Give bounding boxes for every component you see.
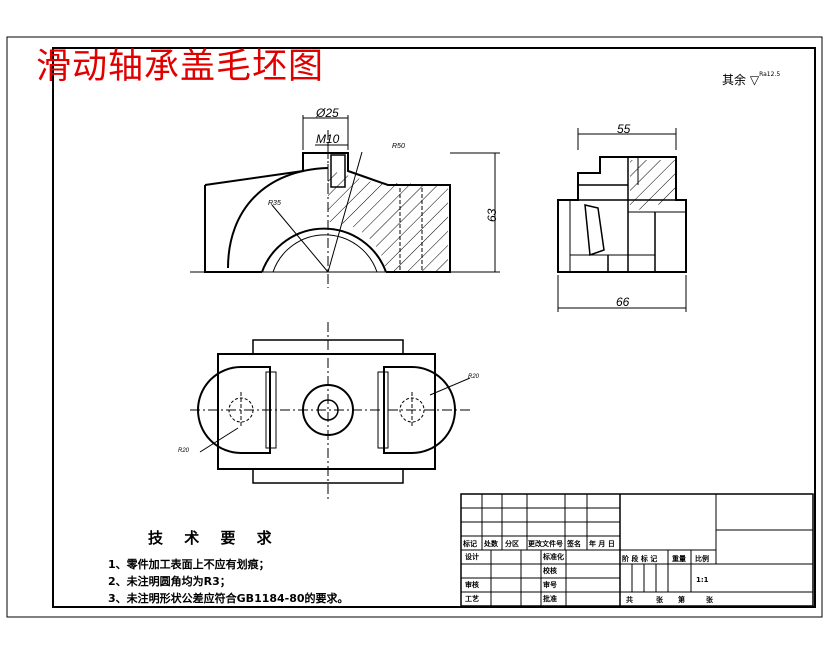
title-block [460, 493, 814, 607]
roughness-label: 其余 [722, 73, 747, 87]
title-block-labels: 标记 处数 分区 更改文件号 签名 年 月 日 设计 审核 工艺 标准化 校核 … [462, 539, 714, 604]
tb-weight: 重量 [672, 554, 686, 563]
tb-header-4: 签名 [566, 539, 581, 548]
tb-header-0: 标记 [462, 539, 477, 548]
tb-sheet-3: 张 [706, 595, 714, 604]
tb-ratio: 比例 [695, 554, 709, 563]
dim-top-width: Ø25 [315, 106, 339, 120]
inner-border [52, 47, 816, 608]
outer-border [6, 36, 823, 618]
roughness-symbol-icon: ▽ [749, 73, 760, 87]
dim-r-boss-left: R20 [178, 448, 190, 454]
tb-sheet-1: 张 [656, 595, 664, 604]
roughness-note: 其余 ▽Ra12.5 [722, 71, 780, 88]
tb-row-design: 设计 [465, 552, 479, 561]
side-view [557, 128, 687, 312]
tb-row-process: 工艺 [465, 594, 479, 603]
dim-r-inner: R35 [268, 200, 281, 207]
top-view [190, 322, 471, 500]
dim-side-top: 55 [617, 122, 631, 136]
dim-thread: M10 [316, 132, 340, 146]
dim-side-bottom: 66 [616, 295, 630, 309]
tb-header-2: 分区 [505, 539, 519, 548]
tb-sheet-0: 共 [626, 595, 633, 604]
tech-note-1: 1、零件加工表面上不应有划痕； [108, 558, 270, 571]
tb-header-3: 更改文件号 [528, 539, 563, 548]
tb-header-1: 处数 [483, 539, 499, 548]
roughness-value: Ra12.5 [759, 71, 781, 78]
front-view [190, 115, 500, 288]
tb-scale: 1:1 [696, 576, 709, 584]
tb-row-review: 审核 [465, 580, 479, 589]
tb-stage-mark: 阶 段 标 记 [622, 554, 657, 563]
tb-header-5: 年 月 日 [589, 539, 615, 548]
tech-requirements-title: 技 术 要 求 [148, 529, 280, 547]
drawing-title: 滑动轴承盖毛坯图 [36, 47, 325, 87]
tech-note-2: 2、未注明圆角均为R3； [108, 575, 231, 588]
dim-r-boss: R20 [468, 374, 480, 380]
tb-mid-2: 审号 [543, 580, 557, 589]
dim-r-outer: R50 [392, 143, 405, 150]
tb-mid-3: 批准 [543, 594, 557, 603]
tech-note-3: 3、未注明形状公差应符合GB1184-80的要求。 [108, 592, 349, 605]
tb-mid-1: 校核 [543, 566, 557, 575]
dim-height: 63 [485, 208, 499, 222]
tb-sheet-2: 第 [678, 595, 685, 604]
tb-mid-0: 标准化 [542, 552, 564, 561]
